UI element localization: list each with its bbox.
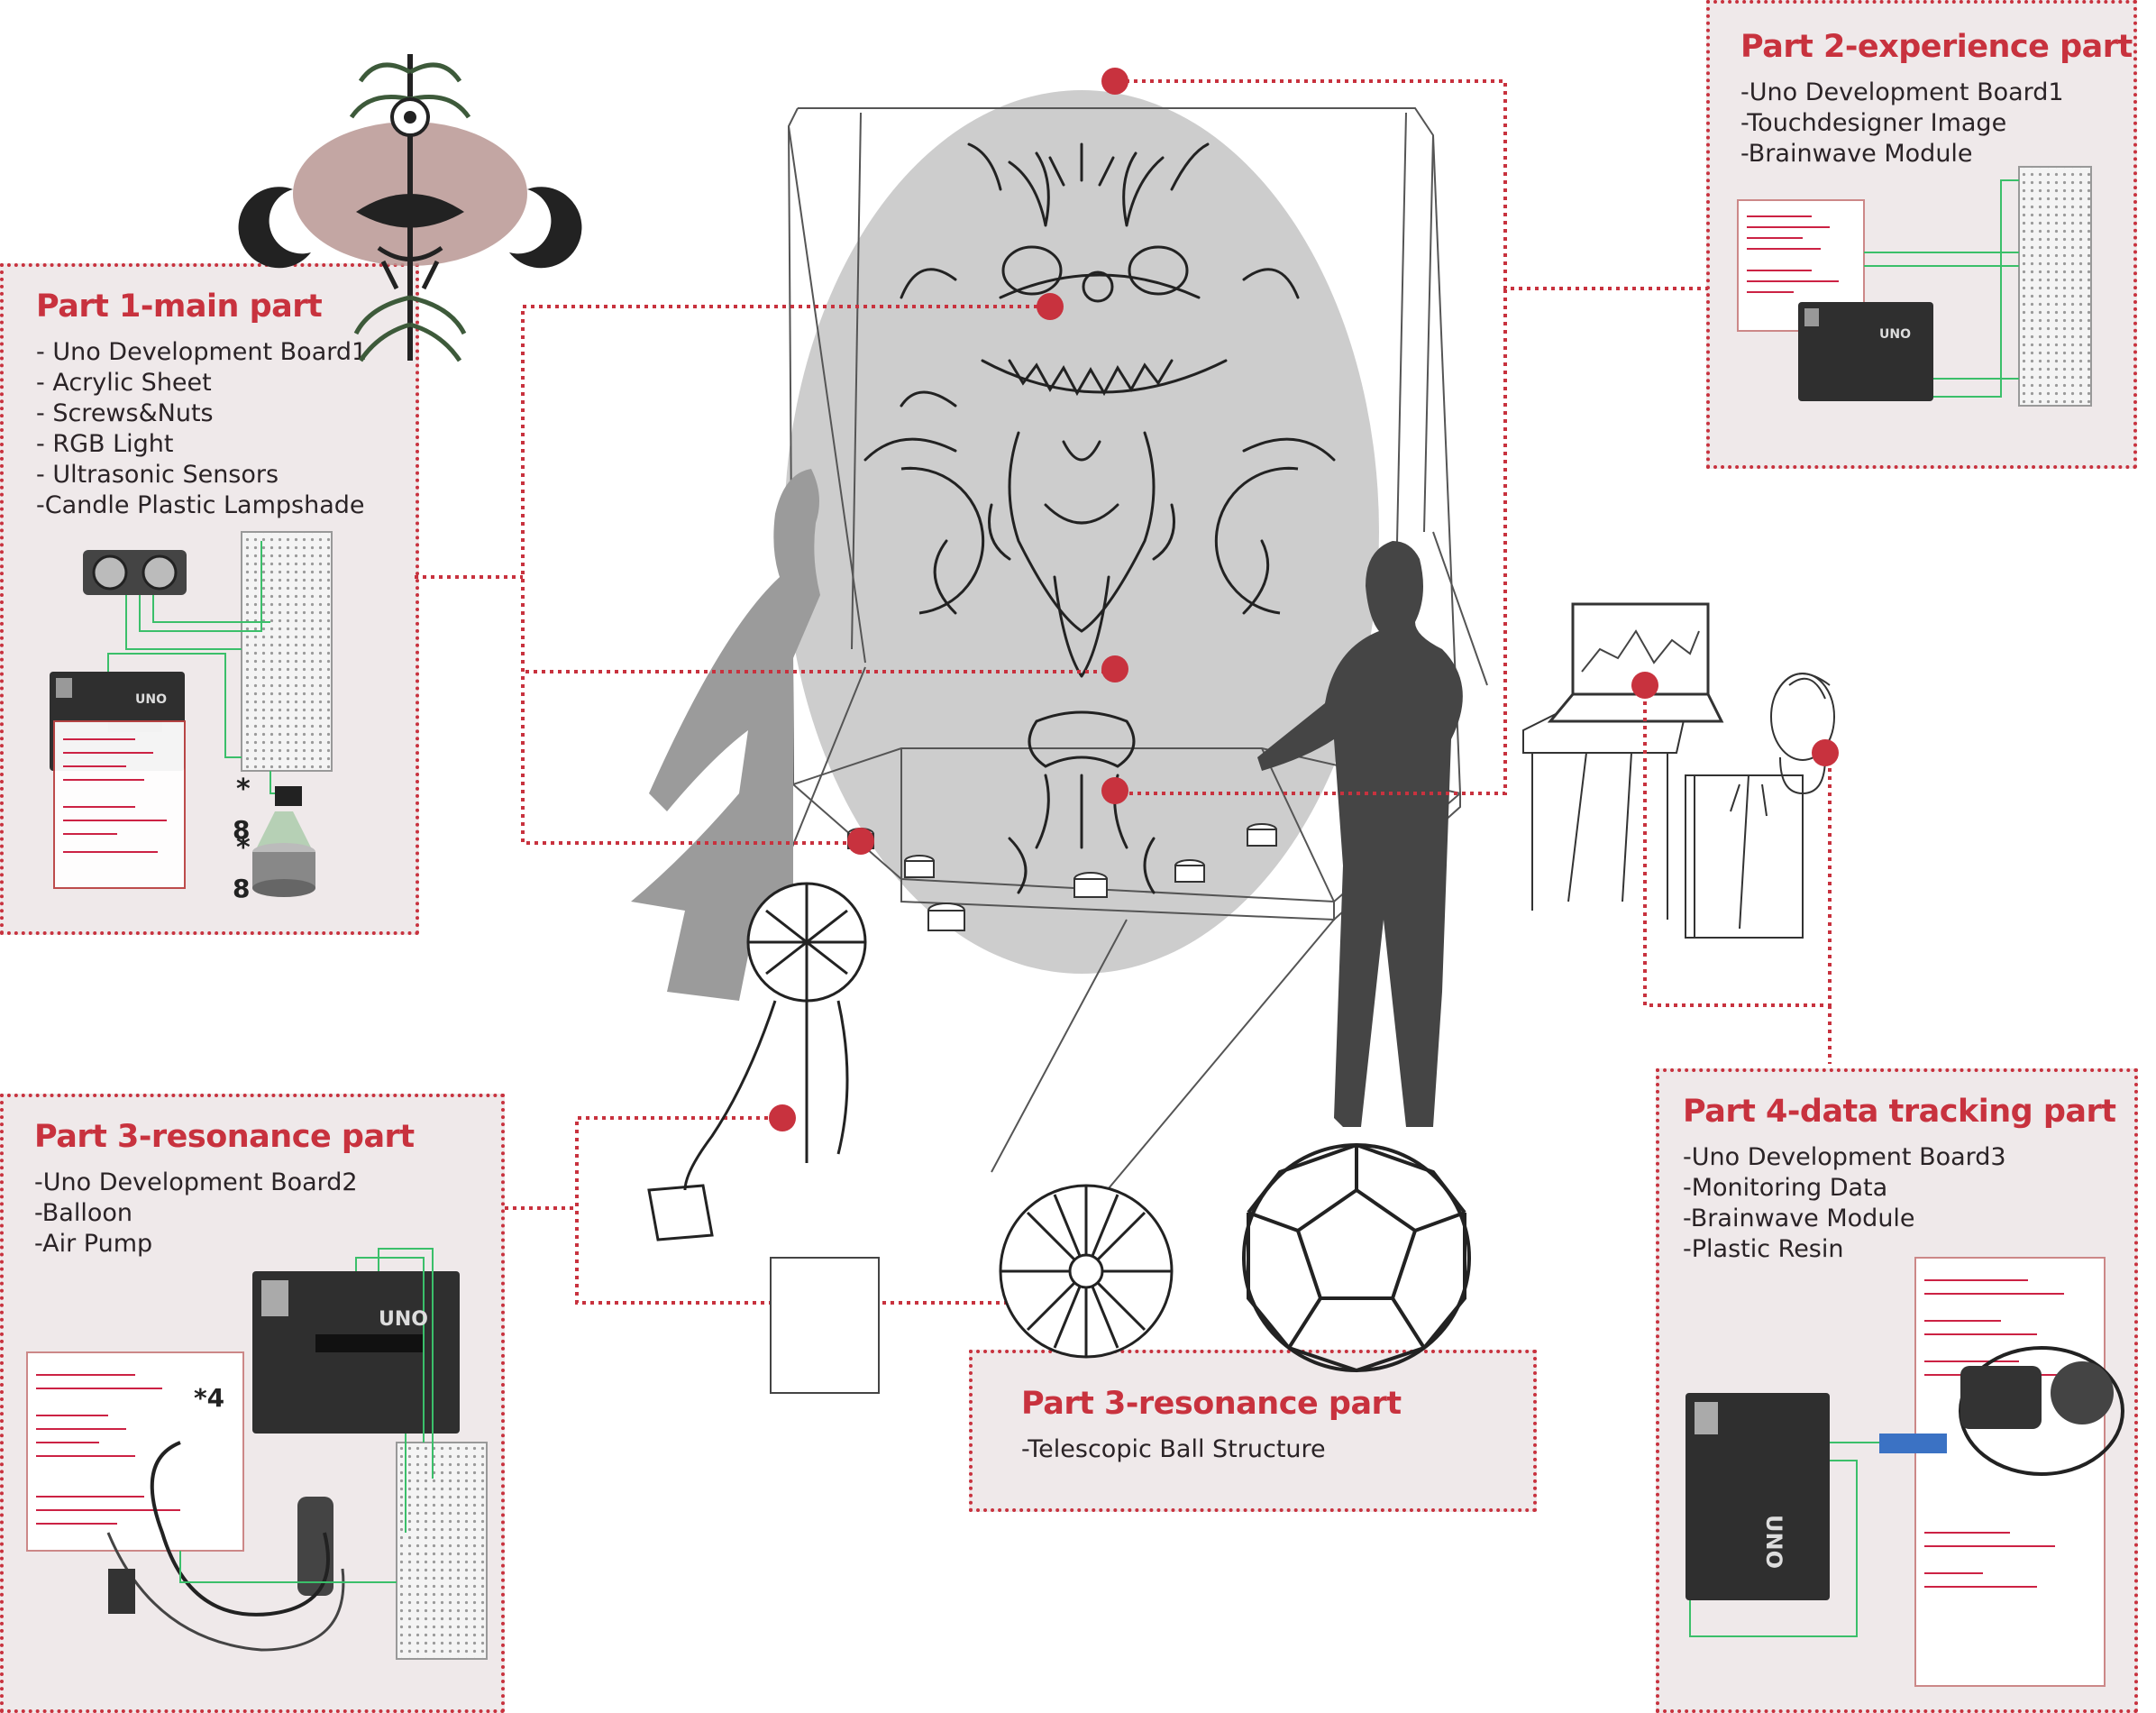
part1-item: - Acrylic Sheet <box>36 369 212 397</box>
part3-item-list-left: -Uno Development Board2 -Balloon -Air Pu… <box>34 1168 501 1260</box>
part4-item: -Brainwave Module <box>1683 1205 1915 1232</box>
part1-item: -Candle Plastic Lampshade <box>36 491 365 519</box>
plinth-box <box>770 1257 880 1394</box>
part1-title: Part 1-main part <box>36 289 323 325</box>
marker-dot-laptop <box>1631 672 1658 699</box>
part1-item: - Screws&Nuts <box>36 399 214 427</box>
marker-dot-top <box>1101 68 1128 95</box>
part2-item: -Brainwave Module <box>1740 140 1973 168</box>
marker-dot-center <box>1101 655 1128 682</box>
telescopic-ball-icon <box>999 1184 1174 1359</box>
part4-title: Part 4-data tracking part <box>1683 1094 2116 1130</box>
acrylic-frame-sketch <box>747 107 1488 1200</box>
part4-item: -Monitoring Data <box>1683 1174 1888 1202</box>
part3-item: -Uno Development Board2 <box>34 1168 358 1196</box>
part3-panel-left: Part 3-resonance part -Uno Development B… <box>0 1094 505 1713</box>
part1-panel: Part 1-main part - Uno Development Board… <box>0 263 419 935</box>
part4-panel: Part 4-data tracking part -Uno Developme… <box>1656 1068 2138 1713</box>
part4-item: -Plastic Resin <box>1683 1235 1844 1263</box>
part3-item: -Balloon <box>34 1199 133 1227</box>
part2-item: -Uno Development Board1 <box>1740 78 2064 106</box>
marker-dot-base <box>1101 777 1128 804</box>
demon-mask-drawing <box>863 142 1336 894</box>
part4-item-list: -Uno Development Board3 -Monitoring Data… <box>1683 1142 2134 1265</box>
focus-ellipse <box>784 90 1379 974</box>
person-silhouette-left <box>631 469 820 1001</box>
part2-title: Part 2-experience part <box>1740 29 2133 65</box>
part3-item-list-center: -Telescopic Ball Structure <box>1021 1434 1533 1465</box>
geodesic-ball <box>1242 1143 1471 1373</box>
marker-dot-mask <box>1037 293 1064 320</box>
person-silhouette-right <box>1257 541 1463 1127</box>
part3-panel-center: Part 3-resonance part -Telescopic Ball S… <box>969 1350 1537 1512</box>
right-sketch-stations <box>1522 673 1835 939</box>
part3-title-left: Part 3-resonance part <box>34 1119 415 1155</box>
part1-item: - RGB Light <box>36 430 174 458</box>
balloon-creature-sketch <box>647 882 867 1241</box>
marker-dot-ball <box>1043 1289 1070 1316</box>
marker-dot-candle <box>847 828 874 855</box>
crescent-horns <box>900 466 1299 615</box>
part1-item: - Ultrasonic Sensors <box>36 461 279 489</box>
marker-dot-head <box>1812 739 1839 766</box>
part3-title-center: Part 3-resonance part <box>1021 1386 1402 1422</box>
part2-panel: Part 2-experience part -Uno Development … <box>1706 0 2137 469</box>
part1-item: - Uno Development Board1 <box>36 338 368 366</box>
part2-item: -Touchdesigner Image <box>1740 109 2007 137</box>
part2-item-list: -Uno Development Board1 -Touchdesigner I… <box>1740 78 2133 169</box>
part3-item: -Telescopic Ball Structure <box>1021 1435 1326 1463</box>
laptop-icon <box>1547 602 1724 723</box>
connector-lines <box>415 79 1832 1305</box>
part1-item-list: - Uno Development Board1 - Acrylic Sheet… <box>36 337 416 521</box>
part4-item: -Uno Development Board3 <box>1683 1143 2006 1171</box>
marker-dot-balloon <box>769 1104 796 1131</box>
part3-item: -Air Pump <box>34 1230 153 1258</box>
candle-group <box>847 823 1277 931</box>
